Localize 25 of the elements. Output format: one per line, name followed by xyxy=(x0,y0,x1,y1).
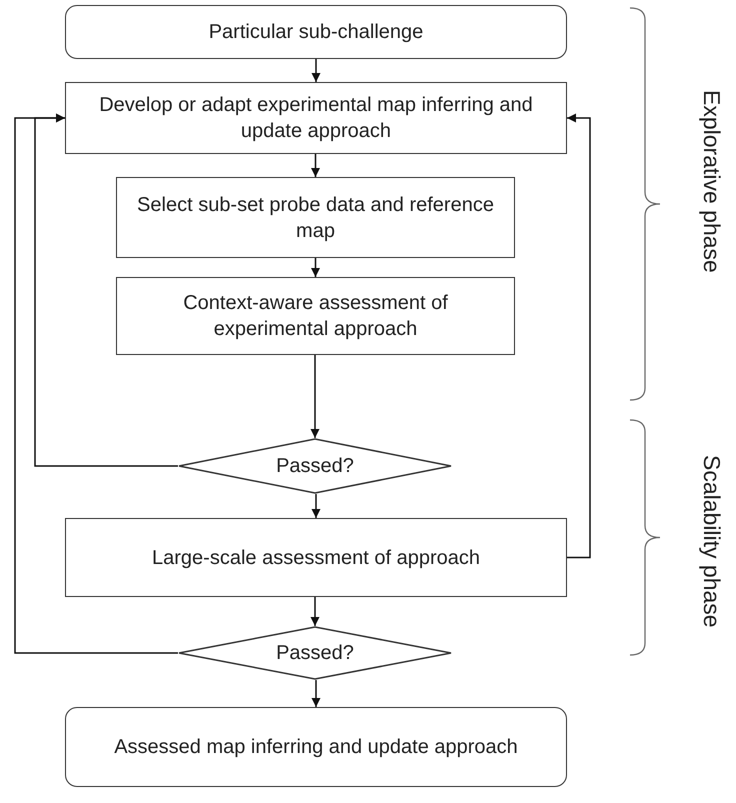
terminal-box xyxy=(65,707,567,787)
process-box xyxy=(65,82,567,154)
terminal-box xyxy=(65,5,567,59)
step-text: Assessed map inferring and update approach xyxy=(113,735,519,760)
arrow xyxy=(312,59,320,82)
arrow xyxy=(14,114,178,654)
step-text: Context-aware assessment of experimental approach xyxy=(182,291,449,342)
process-box xyxy=(116,277,515,355)
arrow xyxy=(310,355,320,438)
process-box xyxy=(65,518,567,597)
process-box xyxy=(116,177,515,258)
phase-label: Scalability phase xyxy=(698,455,725,628)
arrow xyxy=(311,258,320,277)
decision-label: Passed? xyxy=(275,641,355,666)
phase-label: Explorative phase xyxy=(698,90,725,273)
arrow xyxy=(312,680,320,707)
arrow xyxy=(567,114,591,558)
step-text: Large-scale assessment of approach xyxy=(151,546,481,570)
arrow xyxy=(310,597,320,626)
step-text: Develop or adapt experimental map inferring and update approach xyxy=(98,93,534,144)
step-text: Select sub-set probe data and reference map xyxy=(136,192,495,244)
arrow xyxy=(312,494,320,518)
decision-label: Passed? xyxy=(275,454,355,479)
step-text: Particular sub-challenge xyxy=(208,20,424,45)
arrow xyxy=(311,154,320,177)
